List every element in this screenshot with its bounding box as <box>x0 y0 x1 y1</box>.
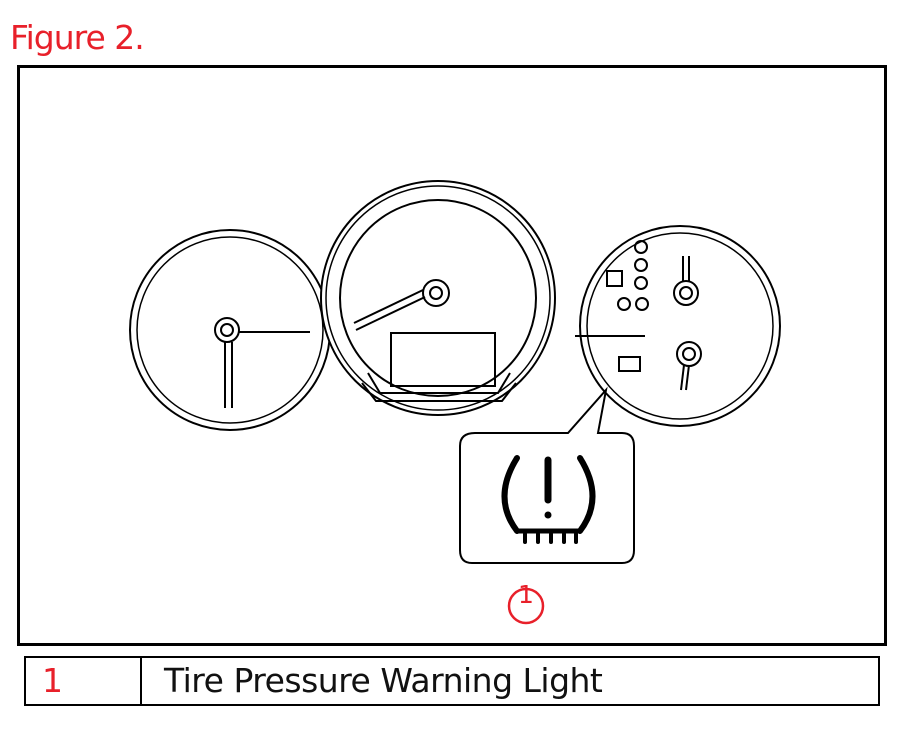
callout-circle <box>507 587 545 625</box>
legend-row-number: 1 <box>26 658 142 704</box>
instrument-cluster-diagram <box>129 180 781 625</box>
figure-title: Figure 2. <box>10 18 145 57</box>
center-gauge <box>320 180 556 416</box>
right-gauge <box>575 225 781 427</box>
callout-number: 1 <box>518 580 534 609</box>
legend-table: 1 Tire Pressure Warning Light <box>24 656 880 706</box>
left-gauge <box>129 229 331 431</box>
tire-pressure-warning-icon <box>501 455 596 544</box>
illustration-frame: 1 <box>17 65 887 646</box>
legend-row-description: Tire Pressure Warning Light <box>164 661 603 700</box>
